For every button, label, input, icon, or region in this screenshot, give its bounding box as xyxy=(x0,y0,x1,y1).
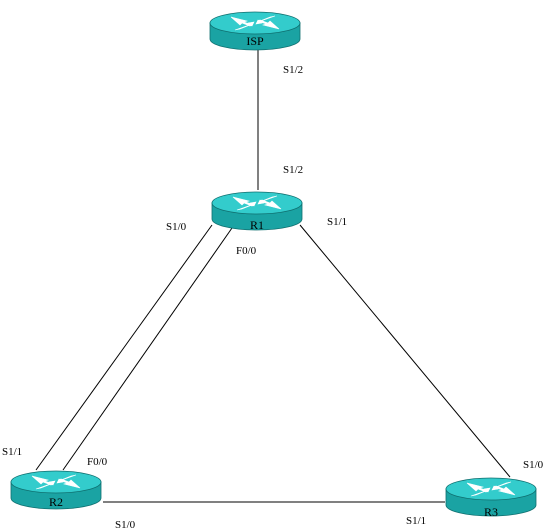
router-r2-label: R2 xyxy=(49,495,63,509)
router-r3[interactable]: R3 xyxy=(445,477,537,519)
links xyxy=(35,48,511,503)
r1-s10-label: S1/0 xyxy=(166,221,187,233)
router-isp-label: ISP xyxy=(246,34,264,48)
r1-s11-label: S1/1 xyxy=(327,216,347,228)
link-r1-r2-serial xyxy=(35,224,213,471)
r3-s11-label: S1/1 xyxy=(406,515,426,527)
router-r1[interactable]: R1 xyxy=(211,191,303,232)
link-r1-r3 xyxy=(299,224,511,478)
r1-f00-label: F0/0 xyxy=(236,245,257,257)
isp-s12-label: S1/2 xyxy=(283,64,303,76)
r2-s10-label: S1/0 xyxy=(115,519,136,529)
r1-s12-label: S1/2 xyxy=(283,164,303,176)
router-r1-label: R1 xyxy=(250,218,264,232)
router-r2[interactable]: R2 xyxy=(10,470,102,510)
link-r1-r2-fastethernet xyxy=(62,227,233,471)
r3-s10-label: S1/0 xyxy=(523,459,544,471)
r2-s11-label: S1/1 xyxy=(2,446,22,458)
router-isp[interactable]: ISP xyxy=(209,11,301,51)
r2-f00-label: F0/0 xyxy=(87,456,108,468)
interface-labels: S1/2 S1/2 S1/0 F0/0 S1/1 S1/1 F0/0 S1/0 … xyxy=(2,64,544,529)
router-r3-label: R3 xyxy=(484,505,498,519)
